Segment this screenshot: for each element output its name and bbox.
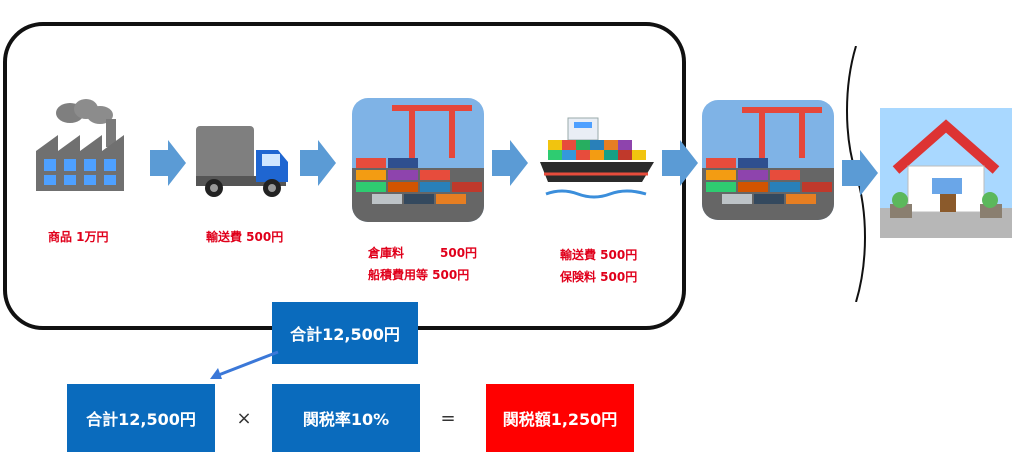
tax-rate-box: 関税率10% — [272, 384, 420, 452]
step-label: 保険料 500円 — [560, 270, 638, 284]
step-label: 倉庫料 500円 — [368, 246, 478, 260]
port-icon — [352, 98, 484, 222]
ship-icon — [540, 117, 654, 199]
arrow-right-icon — [150, 140, 186, 186]
step-label: 商品 1万円 — [48, 230, 109, 244]
formula-total-box: 合計12,500円 — [67, 384, 215, 452]
arrow-right-icon — [662, 140, 698, 186]
step-label: 輸送費 500円 — [206, 230, 284, 244]
arrow-right-icon — [842, 150, 878, 196]
arrow-right-icon — [492, 140, 528, 186]
pointer-arrow-icon — [210, 350, 279, 379]
port-icon — [702, 100, 834, 220]
step-label: 船積費用等 500円 — [368, 268, 470, 282]
equals-sign: = — [440, 407, 456, 429]
factory-icon — [36, 99, 124, 191]
house-icon — [880, 108, 1012, 238]
duty-amount-box: 関税額1,250円 — [486, 384, 634, 452]
arrow-right-icon — [300, 140, 336, 186]
multiply-sign: × — [236, 407, 252, 429]
truck-icon — [196, 126, 288, 197]
step-label: 輸送費 500円 — [560, 248, 638, 262]
total-box: 合計12,500円 — [272, 302, 418, 364]
